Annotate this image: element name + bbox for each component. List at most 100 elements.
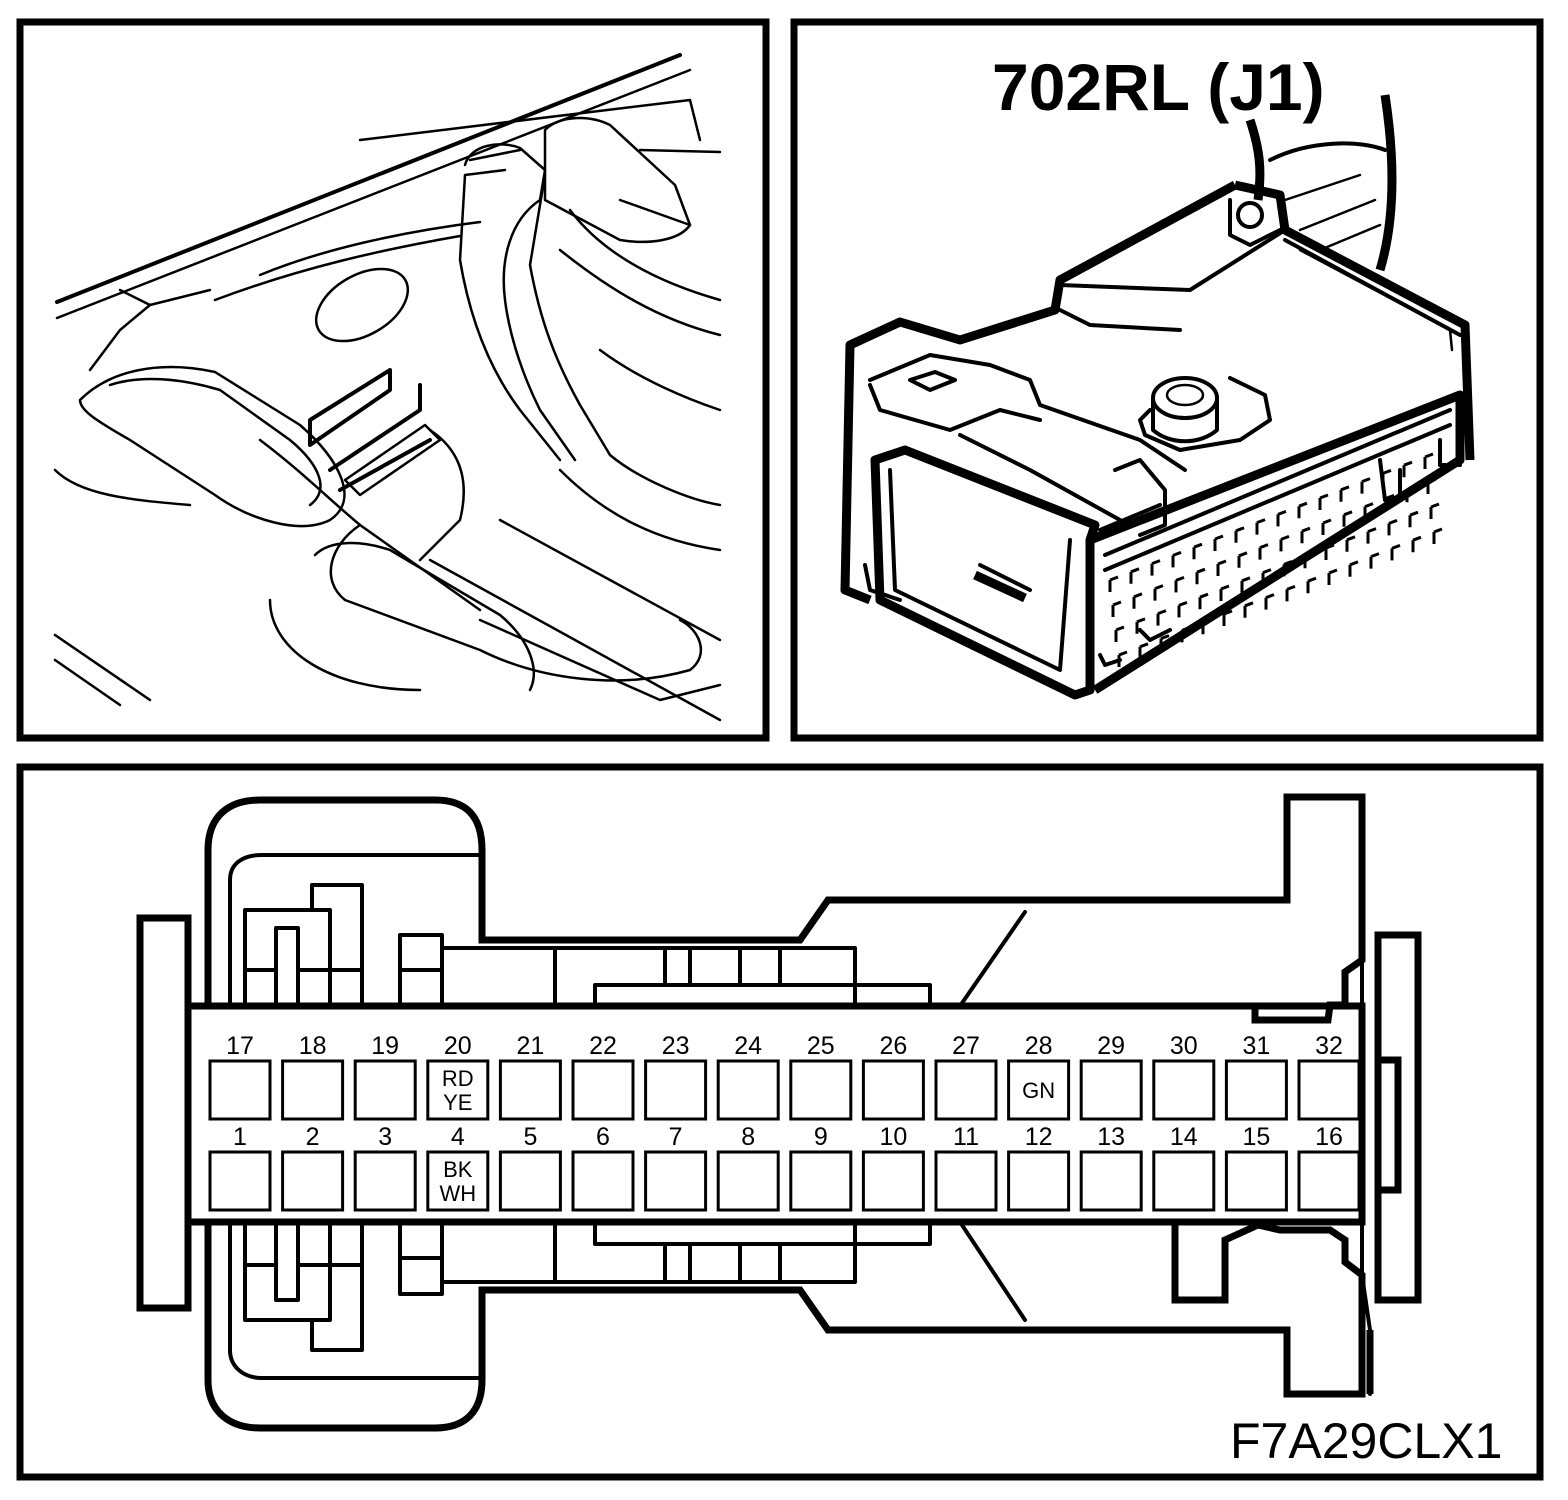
- cavity-mark: [1261, 568, 1272, 585]
- pin-9: 9: [789, 1123, 853, 1212]
- pin-12: 12: [1007, 1123, 1071, 1212]
- pin-number: 20: [444, 1032, 472, 1060]
- cavity-mark: [1243, 601, 1254, 618]
- cavity-mark: [1132, 592, 1143, 609]
- cavity-mark: [1345, 535, 1356, 552]
- cavity-mark: [1366, 527, 1377, 544]
- pin-number: 26: [879, 1032, 907, 1060]
- cavity-mark: [1108, 575, 1119, 592]
- pin-27: 27: [934, 1032, 998, 1121]
- pin-number: 27: [952, 1032, 980, 1060]
- cavity-mark: [1390, 543, 1401, 561]
- pin-number: 29: [1097, 1032, 1125, 1060]
- pin-cavity: [426, 1059, 490, 1121]
- pin-cavity: [716, 1150, 780, 1212]
- cavity-mark: [1114, 625, 1125, 642]
- pin-cavity: [861, 1059, 925, 1121]
- pin-21: 21: [498, 1032, 562, 1121]
- pin-13: 13: [1079, 1123, 1143, 1212]
- pin-29: 29: [1079, 1032, 1143, 1121]
- pin-cavity: [571, 1059, 635, 1121]
- pin-cavity: [1152, 1150, 1216, 1212]
- pin-14: 14: [1152, 1123, 1216, 1212]
- pin-number: 23: [662, 1032, 690, 1060]
- wire-color-label: RD: [442, 1066, 474, 1091]
- pin-cavity: [208, 1150, 272, 1212]
- cavity-mark: [1258, 543, 1269, 560]
- pin-19: 19: [353, 1032, 417, 1121]
- pin-6: 6: [571, 1123, 635, 1212]
- pin-25: 25: [789, 1032, 853, 1121]
- cavity-mark: [1408, 510, 1419, 528]
- connector-title: 702RL (J1): [992, 50, 1325, 124]
- cavity-mark: [1156, 609, 1167, 626]
- pin-number: 5: [523, 1123, 537, 1151]
- cavity-mark: [1426, 477, 1437, 494]
- cavity-mark: [1240, 576, 1251, 593]
- pin-number: 11: [953, 1123, 979, 1151]
- pin-number: 12: [1025, 1123, 1053, 1151]
- pin-18: 18: [281, 1032, 345, 1121]
- connector-perspective-panel: 702RL (J1): [790, 18, 1544, 742]
- pin-number: 16: [1315, 1123, 1343, 1151]
- pin-cavity: [644, 1059, 708, 1121]
- pin-number: 31: [1242, 1032, 1270, 1060]
- cavity-mark: [1255, 518, 1266, 535]
- pin-cavity: [934, 1150, 998, 1212]
- pin-cavity: [1007, 1150, 1071, 1212]
- pin-cavity: [498, 1059, 562, 1121]
- pin-15: 15: [1224, 1123, 1288, 1212]
- cavity-mark: [1321, 518, 1332, 535]
- pin-cavity: [281, 1150, 345, 1212]
- pin-cavity: [281, 1059, 345, 1121]
- pin-number: 8: [741, 1123, 755, 1151]
- cavity-mark: [1129, 567, 1140, 584]
- pin-3: 3: [353, 1123, 417, 1212]
- cavity-mark: [1297, 501, 1308, 519]
- pin-number: 22: [589, 1032, 617, 1060]
- pin-number: 6: [596, 1123, 610, 1151]
- pin-cavity: [353, 1059, 417, 1121]
- pin-7: 7: [644, 1123, 708, 1212]
- wire-color-label: BK: [443, 1157, 473, 1182]
- cavity-mark: [1348, 560, 1359, 577]
- pin-number: 10: [879, 1123, 907, 1151]
- pin-number: 2: [306, 1123, 320, 1151]
- cavity-mark: [1363, 502, 1374, 519]
- cavity-mark: [1216, 559, 1227, 576]
- pin-cavity: [789, 1150, 853, 1212]
- pin-1: 1: [208, 1123, 272, 1212]
- cavity-mark: [1327, 568, 1338, 585]
- cavity-mark: [1153, 584, 1164, 601]
- cavity-mark: [1303, 551, 1314, 569]
- pin-number: 13: [1097, 1123, 1125, 1151]
- cavity-mark: [1174, 575, 1185, 593]
- pin-cavity: [208, 1059, 272, 1121]
- cavity-mark: [1318, 493, 1329, 510]
- wire-color-label: GN: [1022, 1078, 1055, 1103]
- pin-5: 5: [498, 1123, 562, 1212]
- pin-10: 10: [861, 1123, 925, 1212]
- pin-8: 8: [716, 1123, 780, 1212]
- cavity-mark: [1432, 527, 1443, 544]
- pin-cavity: [1224, 1150, 1288, 1212]
- pin-number: 17: [226, 1032, 254, 1060]
- pin-number: 3: [378, 1123, 392, 1151]
- pin-cavity: [498, 1150, 562, 1212]
- pin-cavity: [1152, 1059, 1216, 1121]
- pin-2: 2: [281, 1123, 345, 1212]
- pin-cavity: [353, 1150, 417, 1212]
- pin-cavity: [861, 1150, 925, 1212]
- cavity-mark: [1324, 543, 1335, 560]
- cavity-mark: [1264, 593, 1275, 610]
- pin-cavity: [426, 1150, 490, 1212]
- pin-30: 30: [1152, 1032, 1216, 1121]
- pin-11: 11: [934, 1123, 998, 1212]
- cavity-mark: [1300, 526, 1311, 544]
- cavity-mark: [1387, 518, 1398, 536]
- cavity-mark: [1135, 617, 1146, 634]
